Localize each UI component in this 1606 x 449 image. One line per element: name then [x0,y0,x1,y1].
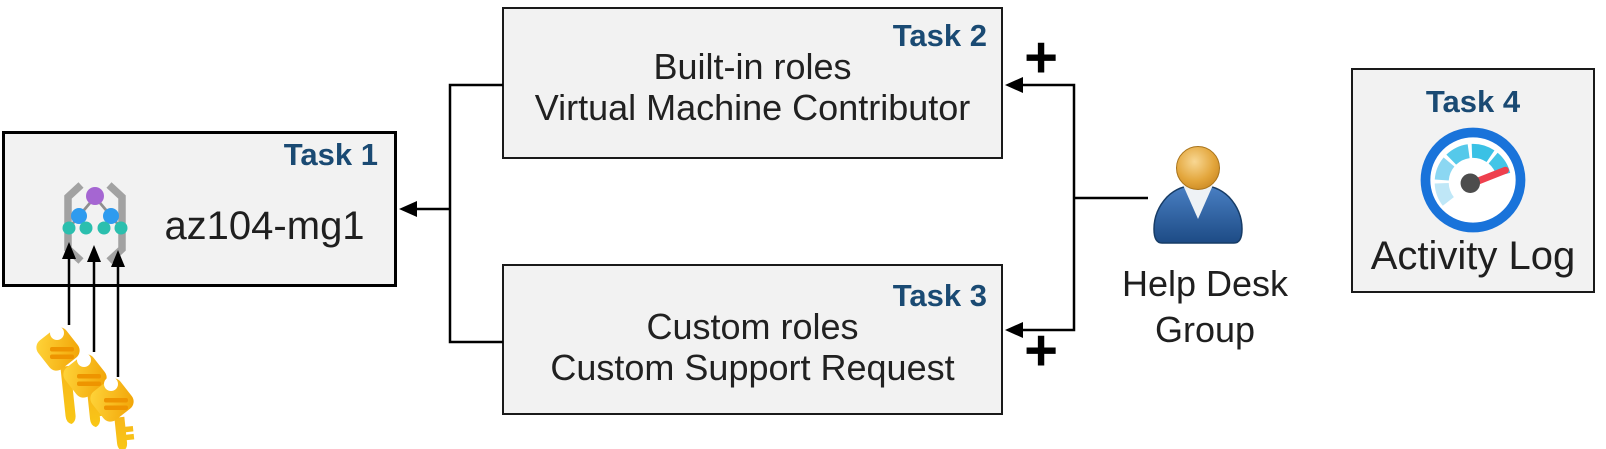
activity-log-gauge-icon [1420,127,1526,233]
access-keys-icon [36,326,135,449]
key-3 [90,377,135,449]
node-teal [97,221,111,235]
task3-line1: Custom roles [646,306,859,347]
person-head [1176,146,1220,190]
node-teal [79,221,93,235]
task4-box: Task 4 Activity Log [1351,68,1595,293]
node-blue [103,208,119,224]
task4-caption: Activity Log [1370,234,1576,278]
node-blue [71,208,87,224]
task2-box: Task 2 Built-in roles Virtual Machine Co… [502,7,1003,159]
arrowhead-task1 [399,201,417,217]
task2-line2: Virtual Machine Contributor [534,87,971,128]
actor-line1: Help Desk [1121,263,1289,304]
management-group-name: az104-mg1 [164,204,365,248]
actor-label: Help Desk Group [1105,261,1305,353]
person-collar [1183,185,1213,219]
task3-line2: Custom Support Request [550,347,955,388]
plus-sign-task2: + [1024,25,1058,90]
task2-label: Task 2 [892,18,987,53]
right-bracket-line [1022,83,1076,332]
task3-box: Task 3 Custom roles Custom Support Reque… [502,264,1003,415]
gauge-hub [1460,173,1481,193]
node-teal [62,221,76,235]
task1-box: Task 1 az104-mg1 [2,131,397,287]
task1-label: Task 1 [283,137,378,172]
node-teal [114,221,128,235]
left-bracket-line [448,83,503,344]
task2-line1: Built-in roles [653,46,852,87]
task4-label: Task 4 [1425,84,1521,119]
management-group-icon [62,182,128,264]
task3-label: Task 3 [892,278,987,313]
actor-line2: Group [1154,309,1256,350]
node-purple [86,187,104,205]
plus-sign-task3: + [1024,318,1058,383]
user-person-icon [1153,146,1243,244]
